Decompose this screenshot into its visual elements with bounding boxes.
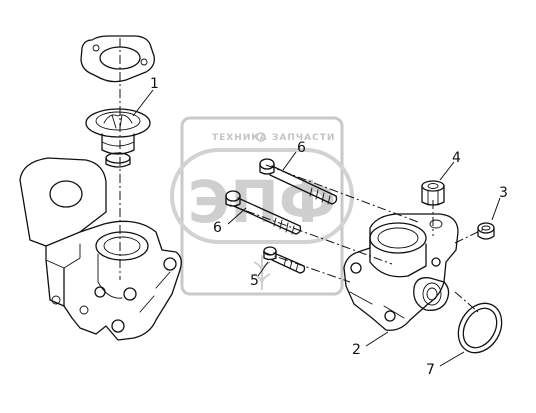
callout-6-upper: 6 — [297, 140, 306, 156]
callout-1: 1 — [150, 76, 159, 92]
callout-4: 4 — [452, 150, 461, 166]
watermark: ТЕХНИКА ЗАПЧАСТИ ЭПФ — [170, 116, 354, 296]
watermark-wheat-icon — [253, 255, 271, 290]
assembly-centerlines — [119, 38, 485, 313]
thermostat-housing — [19, 157, 182, 341]
watermark-text-right: ЗАПЧАСТИ — [272, 133, 335, 143]
bolt-short — [263, 246, 306, 274]
watermark-frame — [180, 116, 344, 296]
callout-2: 2 — [352, 342, 361, 358]
leader-lines — [132, 89, 501, 367]
thermostat-gasket — [80, 35, 155, 83]
bolt-lower — [225, 190, 302, 235]
plug — [477, 222, 495, 240]
callout-5: 5 — [250, 273, 259, 289]
hex-nut — [421, 180, 445, 206]
callout-3: 3 — [499, 185, 508, 201]
watermark-text-left: ТЕХНИКА — [212, 133, 268, 143]
o-ring — [457, 302, 503, 354]
watermark-gear-icon — [256, 132, 266, 142]
watermark-emblem — [170, 148, 354, 244]
bolt-upper — [259, 158, 338, 205]
thermostat — [85, 108, 151, 168]
callout-7: 7 — [426, 362, 435, 378]
watermark-logo: ЭПФ — [188, 168, 337, 236]
callout-6-lower: 6 — [213, 220, 222, 236]
callout-labels: 1 2 3 4 5 6 6 7 — [150, 76, 508, 378]
water-outlet-housing — [343, 213, 459, 331]
